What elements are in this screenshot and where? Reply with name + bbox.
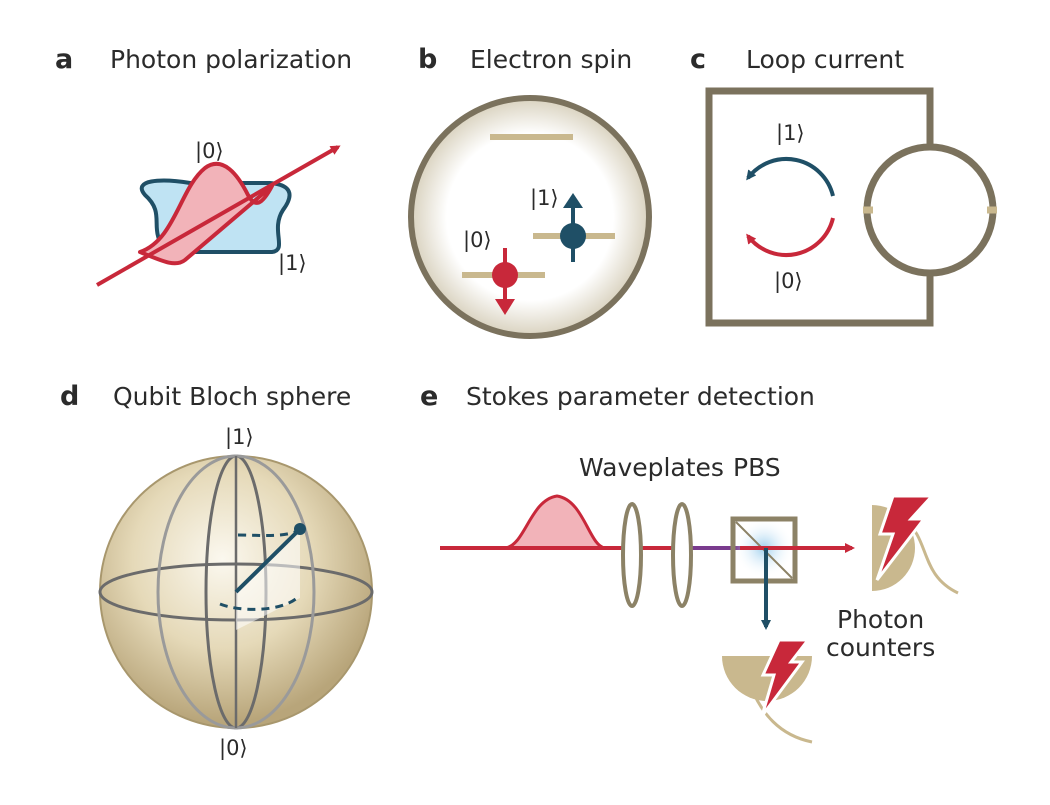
- spin-up-electron: [560, 193, 586, 262]
- panel-d-title: Qubit Bloch sphere: [113, 382, 351, 411]
- electron-potential-well: [408, 95, 652, 339]
- panel-c-title: Loop current: [746, 45, 904, 74]
- panel-a-ket1: |1⟩: [278, 251, 307, 276]
- bloch-state-point: [294, 523, 306, 535]
- bloch-projection-plane: [236, 529, 300, 630]
- current-arrow-ket0: [746, 217, 835, 258]
- photon-counter-right: [872, 494, 959, 595]
- vertical-polarization-wave: [138, 161, 274, 266]
- panel-d-ket1: |1⟩: [225, 425, 254, 450]
- panel-c: c Loop current |1⟩ |0⟩: [690, 44, 997, 327]
- azimuth-angle-arc: [219, 596, 298, 611]
- panel-c-ket1: |1⟩: [776, 121, 805, 146]
- current-arrow-ket1: [746, 156, 835, 197]
- photon-propagation-arrow: [96, 145, 341, 287]
- panel-b-letter: b: [418, 44, 437, 75]
- panel-c-letter: c: [690, 44, 706, 75]
- spin-down-electron: [492, 248, 518, 315]
- panel-d-ket0: |0⟩: [219, 736, 248, 761]
- superconducting-loop: [705, 87, 934, 327]
- panel-a-title: Photon polarization: [110, 45, 352, 74]
- bloch-state-vector: [234, 527, 302, 594]
- panel-e-letter: e: [420, 381, 438, 412]
- panel-d-letter: d: [60, 381, 79, 412]
- photon-counter-bottom: [722, 638, 813, 744]
- panel-b: b Electron spin |0⟩ |1⟩: [408, 44, 652, 339]
- panel-e: e Stokes parameter detection Waveplates …: [420, 381, 959, 744]
- panel-b-ket1: |1⟩: [530, 186, 559, 211]
- waveplates-label: Waveplates: [579, 453, 724, 482]
- photon-counters-label-line2: counters: [826, 633, 935, 662]
- circuit-ring: [863, 143, 997, 277]
- panel-a-letter: a: [55, 44, 73, 75]
- waveplate-1: [621, 502, 643, 608]
- detector-flash-icon: [875, 494, 936, 581]
- pbs-label: PBS: [733, 453, 781, 482]
- panel-a-ket0: |0⟩: [195, 139, 224, 164]
- panel-d: d Qubit Bloch sphere |1⟩ |0⟩: [60, 381, 374, 761]
- panel-e-title: Stokes parameter detection: [466, 382, 815, 411]
- panel-a: a Photon polarization |0⟩ |1⟩: [55, 44, 352, 287]
- panel-c-ket0: |0⟩: [774, 269, 803, 294]
- panel-b-ket0: |0⟩: [463, 228, 492, 253]
- photon-wavepacket: [504, 494, 606, 550]
- panel-b-title: Electron spin: [470, 45, 632, 74]
- detector-flash-icon: [760, 638, 812, 717]
- photon-counters-label-line1: Photon: [837, 605, 924, 634]
- waveplate-2: [671, 502, 693, 608]
